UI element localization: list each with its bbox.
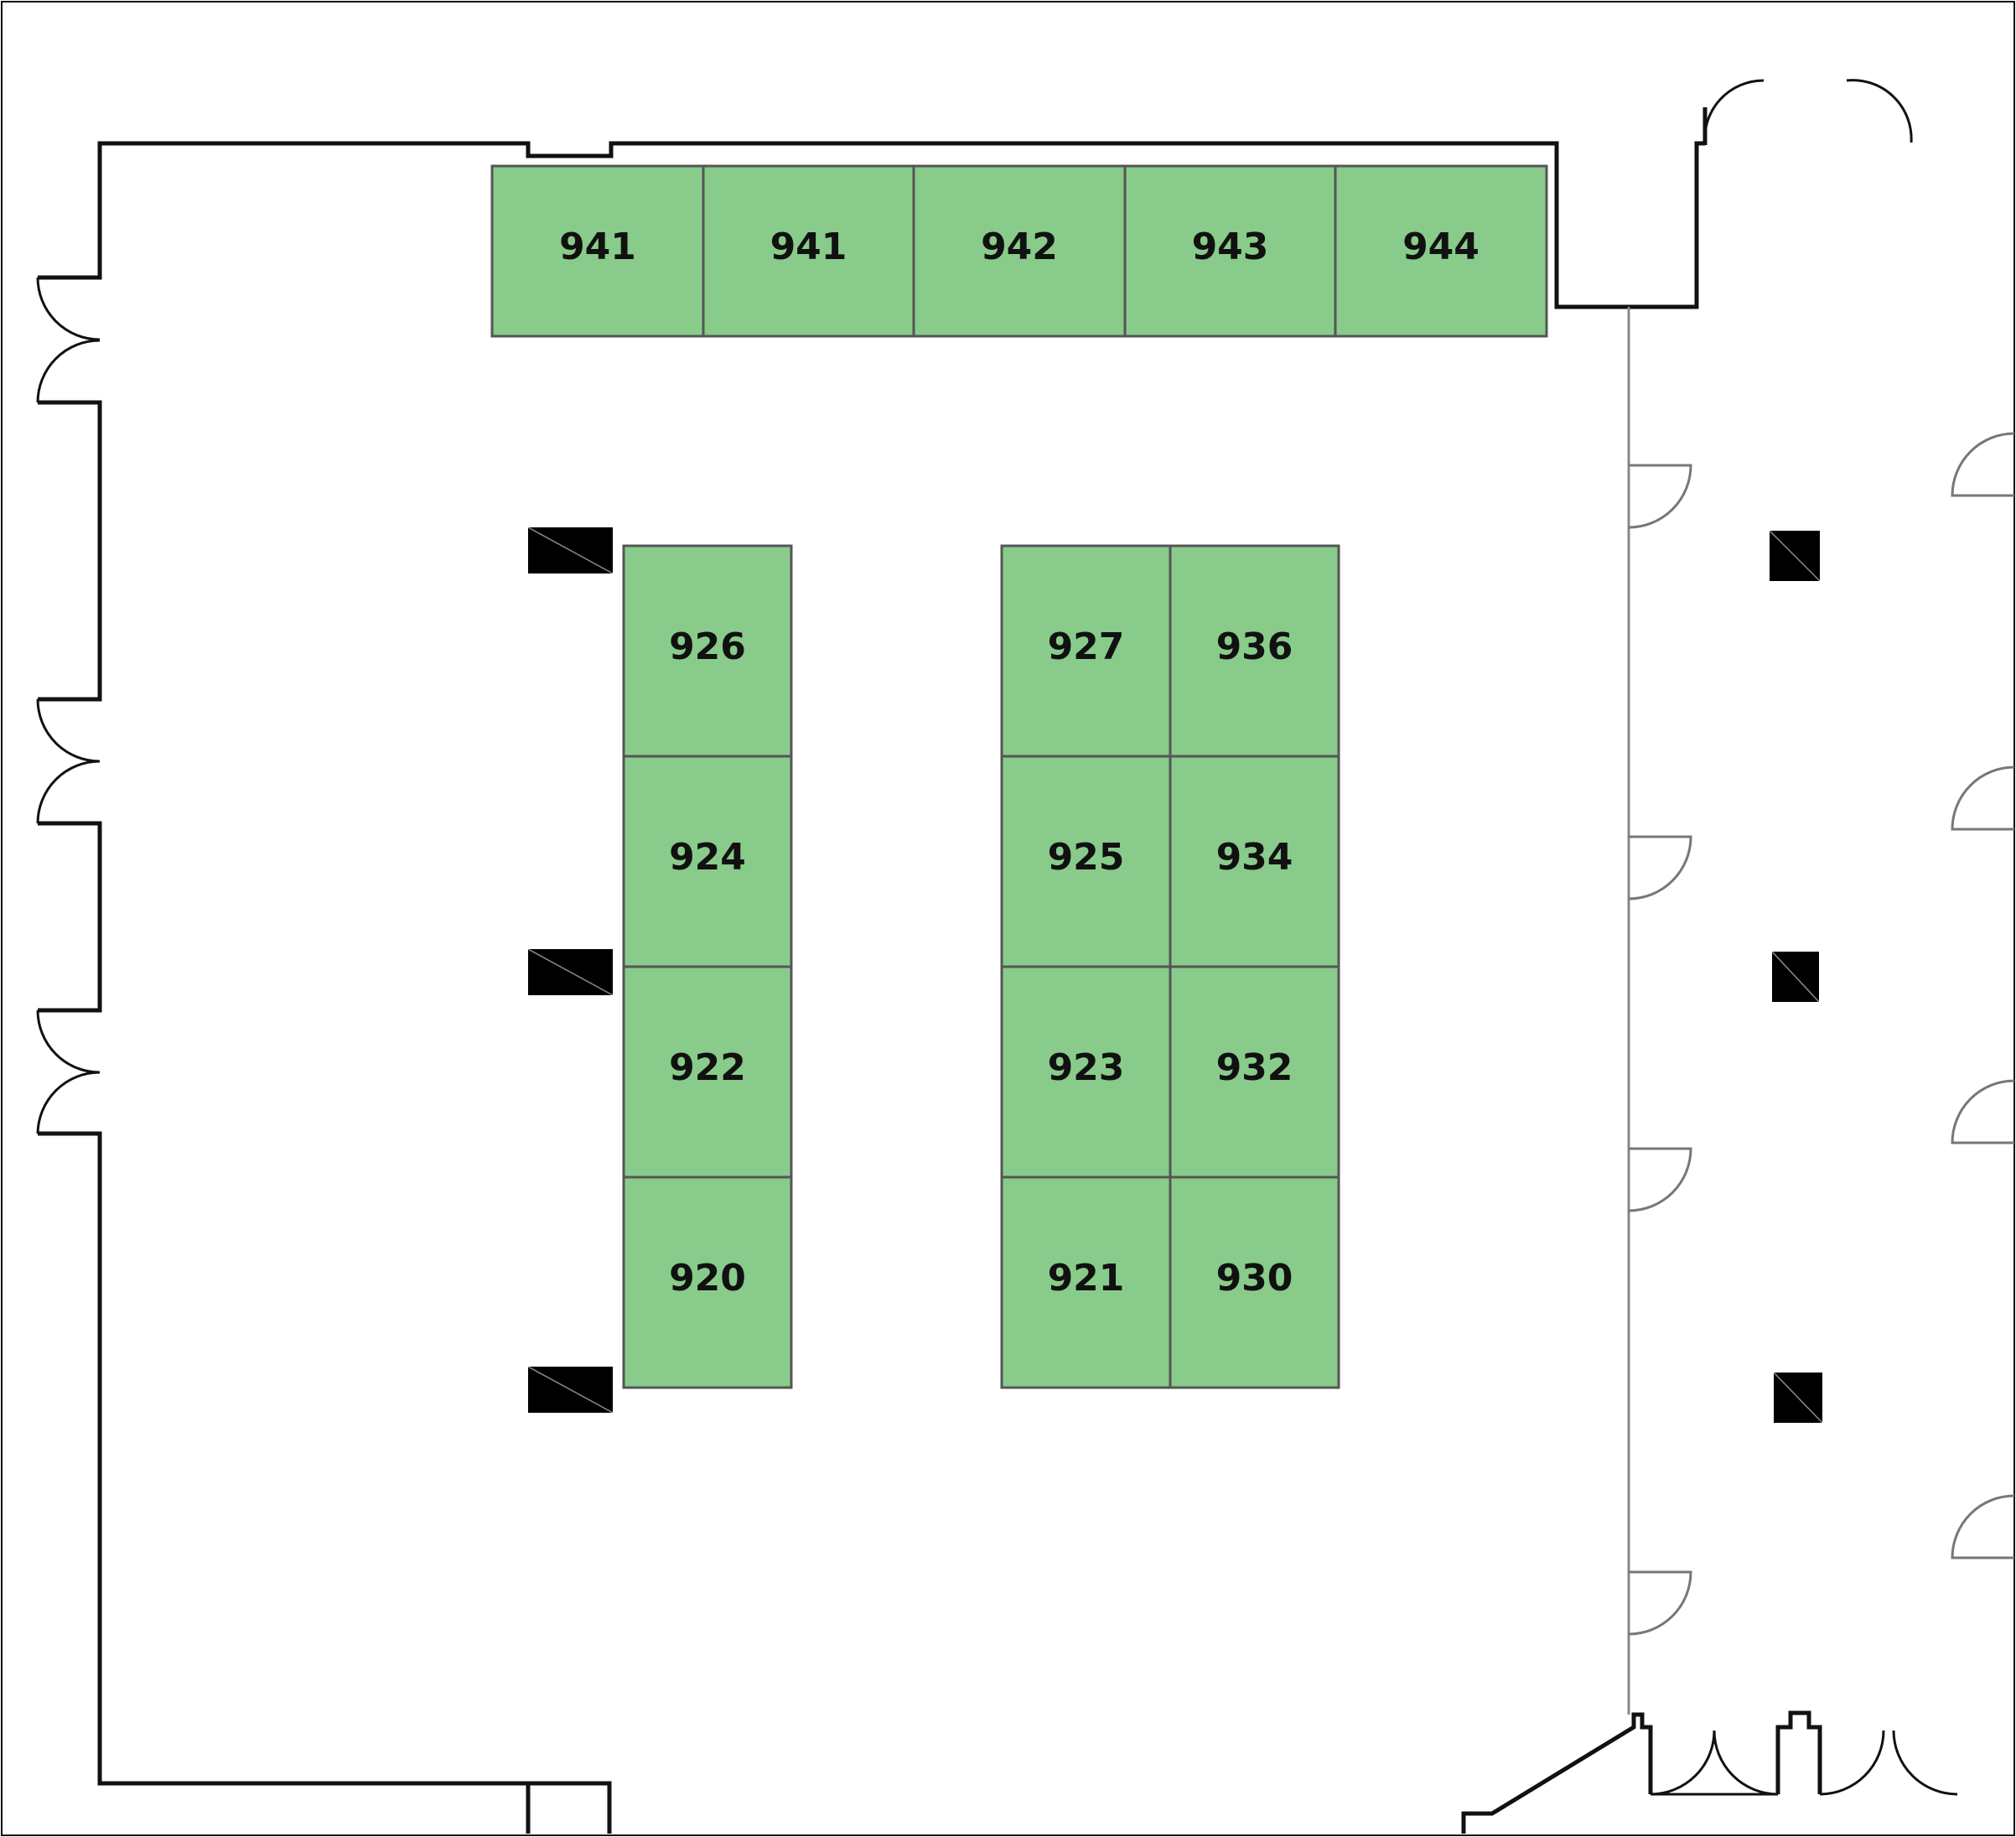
booth-label: 920 xyxy=(669,1257,746,1300)
booth-rect xyxy=(1169,965,1340,1179)
booth-rect xyxy=(1169,1175,1340,1389)
booth-944[interactable]: 944 xyxy=(1334,164,1548,338)
booth-layer: 941 941 942 943 944 926 924 922 920 927 925 923 921 9… xyxy=(490,164,1548,1389)
door-bottom-2 xyxy=(1713,1730,1779,1796)
pillar-right-1 xyxy=(1769,530,1821,582)
booth-rect xyxy=(622,544,793,758)
door-bottom-3 xyxy=(1819,1730,1885,1796)
booth-942[interactable]: 942 xyxy=(912,164,1127,338)
booth-925[interactable]: 925 xyxy=(1000,755,1172,968)
pillar-left-1 xyxy=(527,527,614,574)
booth-920[interactable]: 920 xyxy=(622,1175,793,1389)
booth-922[interactable]: 922 xyxy=(622,965,793,1179)
door-far-right-4 xyxy=(1951,1494,2015,1559)
door-far-right-3 xyxy=(1951,1079,2015,1144)
booth-rect xyxy=(622,1175,793,1389)
booth-label: 923 xyxy=(1048,1046,1125,1089)
door-partition-1 xyxy=(1628,464,1692,529)
pillar-right-2 xyxy=(1771,951,1820,1003)
booth-941b[interactable]: 941 xyxy=(702,164,915,338)
booth-label: 932 xyxy=(1216,1046,1293,1089)
booth-label: 943 xyxy=(1192,226,1269,268)
booth-rect xyxy=(912,164,1127,338)
booth-924[interactable]: 924 xyxy=(622,755,793,968)
door-partition-3 xyxy=(1628,1147,1692,1212)
booth-label: 930 xyxy=(1216,1257,1293,1300)
booth-label: 922 xyxy=(669,1046,746,1089)
booth-926[interactable]: 926 xyxy=(622,544,793,758)
booth-rect xyxy=(1169,544,1340,758)
booth-921[interactable]: 921 xyxy=(1000,1175,1172,1389)
pillar-right-3 xyxy=(1773,1372,1823,1424)
booth-label: 925 xyxy=(1048,836,1125,879)
booth-label: 944 xyxy=(1402,226,1480,268)
booth-rect xyxy=(702,164,915,338)
booth-label: 934 xyxy=(1216,836,1293,879)
booth-label: 941 xyxy=(559,226,636,268)
pillar-left-2 xyxy=(527,948,614,996)
booth-rect xyxy=(1000,1175,1172,1389)
booth-927[interactable]: 927 xyxy=(1000,544,1172,758)
wall-bottom-right xyxy=(1461,1712,1653,1834)
pillar-left-3 xyxy=(527,1366,614,1414)
booth-rect xyxy=(622,965,793,1179)
booth-943[interactable]: 943 xyxy=(1123,164,1337,338)
booth-label: 921 xyxy=(1048,1257,1125,1300)
door-top-right-2 xyxy=(1846,79,1913,143)
wall-left-upper-mid xyxy=(38,400,102,702)
booth-934[interactable]: 934 xyxy=(1169,755,1340,968)
booth-932[interactable]: 932 xyxy=(1169,965,1340,1179)
booth-rect xyxy=(1169,755,1340,968)
booth-rect xyxy=(1000,965,1172,1179)
door-far-right-1 xyxy=(1951,432,2015,497)
wall-outline xyxy=(38,1131,531,1834)
booth-label: 942 xyxy=(981,226,1058,268)
booth-rect xyxy=(622,755,793,968)
booth-930[interactable]: 930 xyxy=(1169,1175,1340,1389)
booth-label: 941 xyxy=(770,226,847,268)
booth-941a[interactable]: 941 xyxy=(490,164,705,338)
booth-label: 927 xyxy=(1048,625,1125,668)
door-top-right-1 xyxy=(1703,79,1765,146)
wall-bottom-right-bays xyxy=(1775,1710,1822,1794)
booth-923[interactable]: 923 xyxy=(1000,965,1172,1179)
wall-left-lower xyxy=(38,1131,612,1834)
door-partition-2 xyxy=(1628,835,1692,900)
booth-rect xyxy=(490,164,705,338)
door-left-3 xyxy=(36,1009,101,1134)
booth-rect xyxy=(1334,164,1548,338)
door-left-1 xyxy=(36,277,101,403)
booth-label: 926 xyxy=(669,625,746,668)
wall-left-middle xyxy=(38,821,102,1013)
door-far-right-2 xyxy=(1951,765,2015,831)
door-bottom-4 xyxy=(1892,1730,1958,1796)
door-left-2 xyxy=(36,698,101,824)
booth-936[interactable]: 936 xyxy=(1169,544,1340,758)
wall-right-upper xyxy=(1694,141,1705,307)
booth-label: 924 xyxy=(669,836,746,879)
door-bottom-1 xyxy=(1650,1730,1716,1796)
booth-label: 936 xyxy=(1216,625,1293,668)
door-partition-4 xyxy=(1628,1570,1692,1636)
